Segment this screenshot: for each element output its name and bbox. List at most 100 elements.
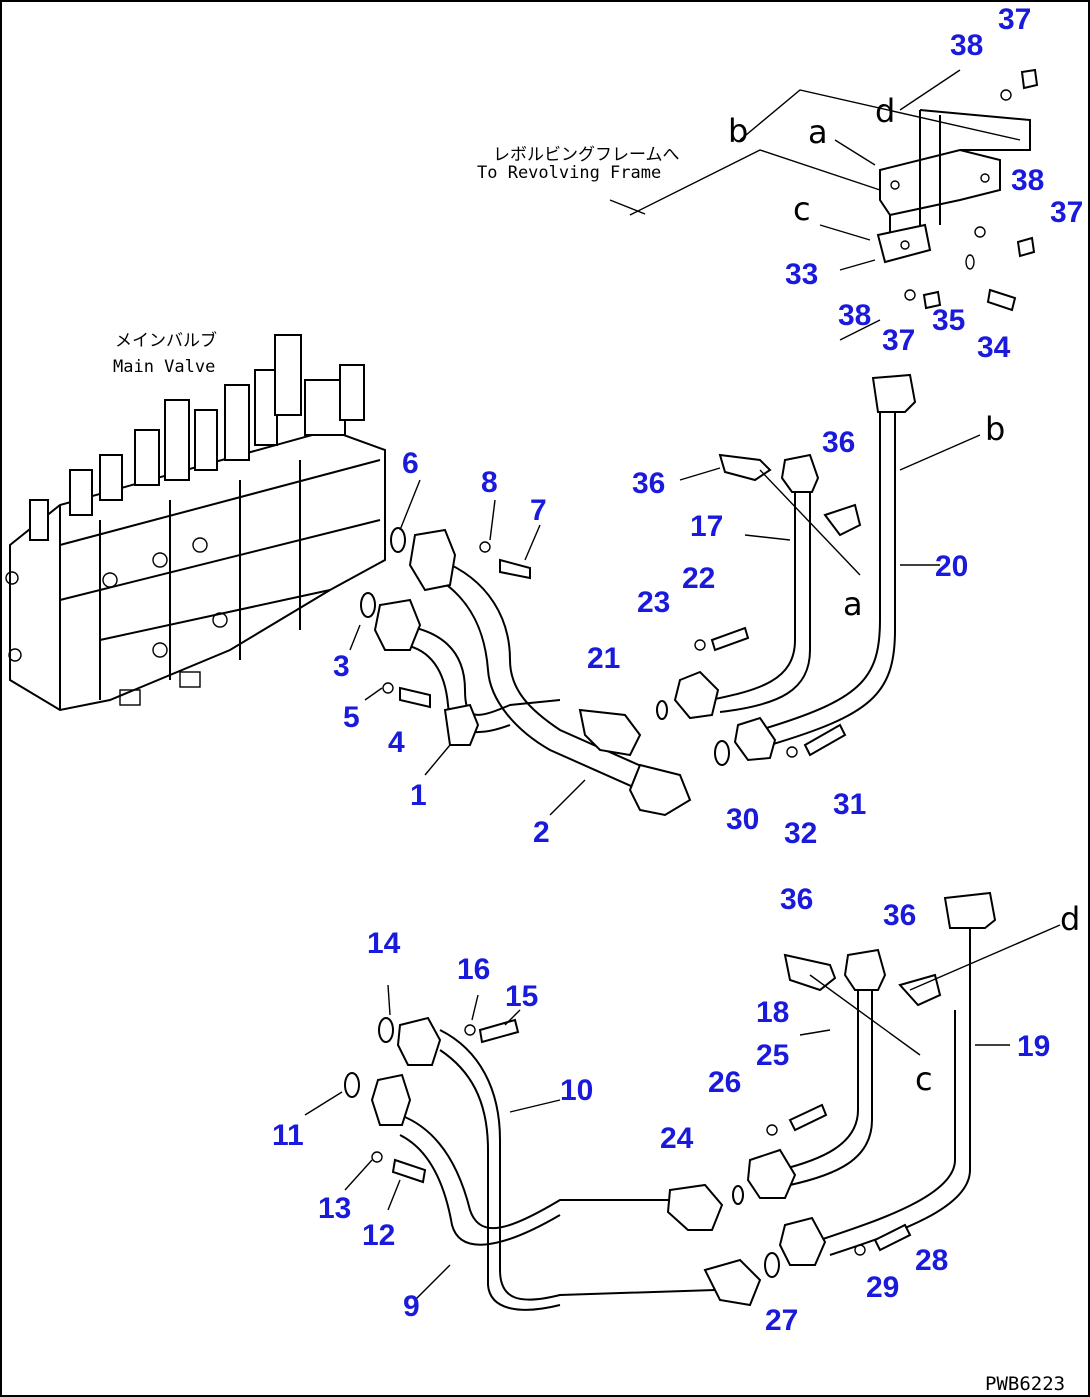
callout-18: 18 (756, 996, 789, 1029)
callout-3: 3 (333, 650, 350, 683)
washer-8 (479, 541, 491, 553)
drawing-code: PWB6223 (985, 1373, 1065, 1395)
nut-37-b (1016, 236, 1036, 258)
view-letter-a-top: a (808, 113, 828, 151)
callout-36-d: 36 (883, 899, 916, 932)
callout-6: 6 (402, 447, 419, 480)
clamp-36-a (718, 453, 772, 482)
view-letter-b-top: b (728, 112, 748, 150)
routing-arrow-d (899, 69, 961, 111)
washer-16 (464, 1024, 476, 1036)
washer-23 (694, 639, 706, 651)
callout-33: 33 (785, 258, 818, 291)
bolt-15 (478, 1018, 520, 1044)
callout-36-b: 36 (822, 426, 855, 459)
callout-38-c: 38 (838, 299, 871, 332)
callout-8: 8 (481, 466, 498, 499)
pipe-2 (408, 528, 692, 817)
pipe-9 (370, 1073, 724, 1246)
callout-1: 1 (410, 779, 427, 812)
callout-14: 14 (367, 927, 401, 960)
view-letter-a-mid: a (843, 585, 863, 623)
callout-16: 16 (457, 953, 490, 986)
pipe-17 (673, 453, 820, 720)
o-ring-14 (378, 1017, 394, 1043)
arrow-a-mid (759, 469, 861, 576)
callout-38-b: 38 (1011, 164, 1044, 197)
callout-11: 11 (272, 1119, 304, 1152)
o-ring-11 (344, 1072, 360, 1098)
callout-34: 34 (977, 331, 1011, 364)
callout-36-c: 36 (780, 883, 813, 916)
callout-4: 4 (388, 726, 405, 759)
view-letter-d-right: d (1060, 900, 1080, 938)
callout-10: 10 (560, 1074, 593, 1107)
callout-37-c: 37 (882, 324, 915, 357)
o-ring-3 (360, 592, 376, 618)
o-ring-21 (656, 700, 668, 720)
callout-5: 5 (343, 701, 360, 734)
washer-32 (786, 746, 798, 758)
callout-24: 24 (660, 1122, 694, 1155)
callout-19: 19 (1017, 1030, 1050, 1063)
pipe-20 (733, 373, 917, 762)
pipe-19 (778, 891, 997, 1266)
bolt-4 (399, 686, 431, 709)
callout-2: 2 (533, 816, 550, 849)
callout-7: 7 (530, 494, 547, 527)
clamp-36-d (898, 973, 942, 1007)
bolt-12 (391, 1158, 427, 1184)
view-letter-b-right: b (985, 410, 1005, 448)
washer-38-a (1000, 89, 1012, 101)
arrow-d-right (909, 924, 1061, 991)
frame-arrow (609, 199, 646, 215)
callout-15: 15 (505, 980, 538, 1013)
bolt-25 (788, 1103, 828, 1132)
callout-28: 28 (915, 1244, 948, 1277)
pipe-1 (373, 598, 642, 757)
o-ring-27 (764, 1252, 780, 1278)
washer-5 (382, 682, 394, 694)
nut-37-a (1020, 68, 1039, 90)
callout-20: 20 (935, 550, 968, 583)
washer-38-c (904, 289, 916, 301)
bolt-28 (873, 1223, 912, 1252)
callout-17: 17 (690, 510, 723, 543)
main-valve-label-en: Main Valve (113, 357, 215, 377)
callout-31: 31 (833, 788, 866, 821)
o-ring-24 (732, 1185, 744, 1205)
arrow-a-top (834, 139, 876, 166)
view-letter-c-mid: c (915, 1060, 933, 1098)
o-ring-35 (965, 254, 975, 270)
bolt-34 (986, 288, 1017, 312)
revolving-frame-label-en: To Revolving Frame (477, 163, 661, 183)
callout-29: 29 (866, 1271, 899, 1304)
callout-9: 9 (403, 1290, 420, 1323)
callout-30: 30 (726, 803, 759, 836)
callout-37-a: 37 (998, 3, 1031, 36)
bolt-22 (710, 626, 750, 652)
arrow-c-mid (809, 974, 921, 1056)
pipe-10 (396, 1016, 762, 1311)
main-valve-label-jp: メインバルブ (115, 330, 217, 351)
o-ring-30 (714, 740, 730, 766)
view-letter-d-top: d (875, 92, 895, 130)
callout-35: 35 (932, 304, 965, 337)
callout-37-b: 37 (1050, 196, 1083, 229)
callout-25: 25 (756, 1039, 789, 1072)
clamp-36-b (823, 503, 862, 537)
callout-21: 21 (587, 642, 620, 675)
leader-lines (304, 259, 1010, 1301)
callout-27: 27 (765, 1304, 798, 1337)
callout-13: 13 (318, 1192, 351, 1225)
view-letter-c-top: c (793, 190, 811, 228)
washer-38-b (974, 226, 986, 238)
callout-32: 32 (784, 817, 817, 850)
bolt-7 (499, 558, 531, 580)
callout-36-a: 36 (632, 467, 665, 500)
washer-13 (371, 1151, 383, 1163)
main-valve (5, 334, 386, 712)
callout-38-a: 38 (950, 29, 983, 62)
